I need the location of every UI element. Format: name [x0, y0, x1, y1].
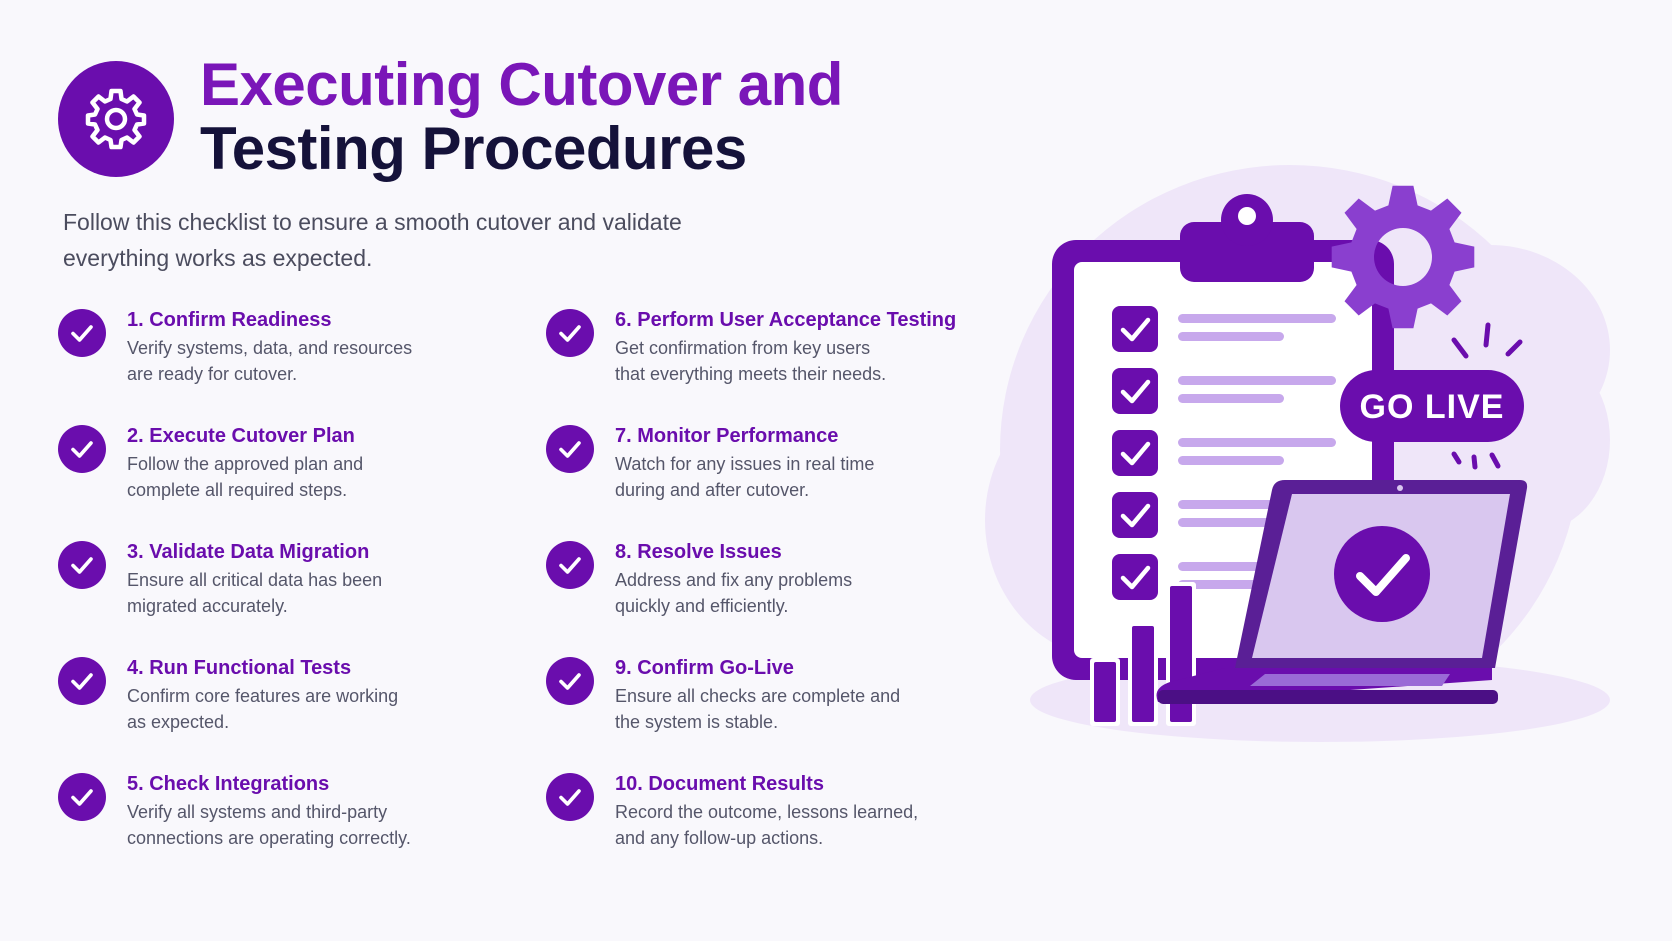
checklist-box — [1112, 368, 1336, 414]
step-description: Address and fix any problems quickly and… — [615, 570, 853, 616]
gear-icon — [85, 88, 147, 150]
check-icon — [58, 425, 106, 473]
checklist-item: 1. Confirm Readiness Verify systems, dat… — [58, 307, 546, 423]
step-title: 10. Document Results — [615, 773, 824, 795]
checklist-box — [1112, 306, 1336, 352]
spark-lines — [1451, 322, 1523, 470]
checklist-box — [1112, 430, 1336, 476]
step-title: 8. Resolve Issues — [615, 541, 782, 563]
step-title: 1. Confirm Readiness — [127, 309, 332, 331]
go-live-badge: GO LIVE — [1340, 370, 1524, 442]
header-gear-badge — [58, 61, 174, 177]
page-subtitle: Follow this checklist to ensure a smooth… — [63, 209, 682, 271]
step-title: 5. Check Integrations — [127, 773, 330, 795]
checklist-item: 4. Run Functional Tests Confirm core fea… — [58, 655, 546, 771]
step-title: 2. Execute Cutover Plan — [127, 425, 355, 447]
check-icon — [546, 657, 594, 705]
check-icon — [546, 773, 594, 821]
checklist: 1. Confirm Readiness Verify systems, dat… — [58, 307, 978, 867]
check-icon — [58, 309, 106, 357]
check-icon — [58, 541, 106, 589]
step-description: Verify systems, data, and resources are … — [127, 338, 413, 384]
step-description: Watch for any issues in real time during… — [615, 454, 875, 500]
check-icon — [546, 309, 594, 357]
checklist-item: 6. Perform User Acceptance Testing Get c… — [546, 307, 978, 423]
check-icon — [546, 541, 594, 589]
checklist-item: 3. Validate Data Migration Ensure all cr… — [58, 539, 546, 655]
checklist-item: 2. Execute Cutover Plan Follow the appro… — [58, 423, 546, 539]
go-live-label: GO LIVE — [1360, 388, 1505, 426]
checklist-item: 5. Check Integrations Verify all systems… — [58, 771, 546, 887]
step-title: 6. Perform User Acceptance Testing — [615, 309, 957, 331]
step-description: Get confirmation from key users that eve… — [615, 338, 887, 384]
go-live-illustration: GO LIVE — [985, 165, 1610, 742]
page-title-line-2: Testing Procedures — [200, 115, 747, 182]
checklist-item: 8. Resolve Issues Address and fix any pr… — [546, 539, 978, 655]
checklist-item: 7. Monitor Performance Watch for any iss… — [546, 423, 978, 539]
step-description: Record the outcome, lessons learned, and… — [615, 802, 919, 848]
checklist-item: 10. Document Results Record the outcome,… — [546, 771, 978, 887]
step-title: 9. Confirm Go-Live — [615, 657, 794, 679]
page-title-line-1: Executing Cutover and — [200, 51, 843, 118]
step-description: Ensure all checks are complete and the s… — [615, 686, 901, 732]
step-description: Follow the approved plan and complete al… — [127, 454, 364, 500]
check-icon — [58, 773, 106, 821]
step-title: 3. Validate Data Migration — [127, 541, 370, 563]
step-description: Ensure all critical data has been migrat… — [127, 570, 383, 616]
step-description: Confirm core features are working as exp… — [127, 686, 399, 732]
step-title: 4. Run Functional Tests — [127, 657, 352, 679]
step-description: Verify all systems and third-party conne… — [127, 802, 411, 848]
check-icon — [546, 425, 594, 473]
check-icon — [58, 657, 106, 705]
laptop-icon — [1156, 480, 1528, 704]
step-title: 7. Monitor Performance — [615, 425, 839, 447]
checklist-item: 9. Confirm Go-Live Ensure all checks are… — [546, 655, 978, 771]
gear-icon — [1331, 185, 1475, 329]
